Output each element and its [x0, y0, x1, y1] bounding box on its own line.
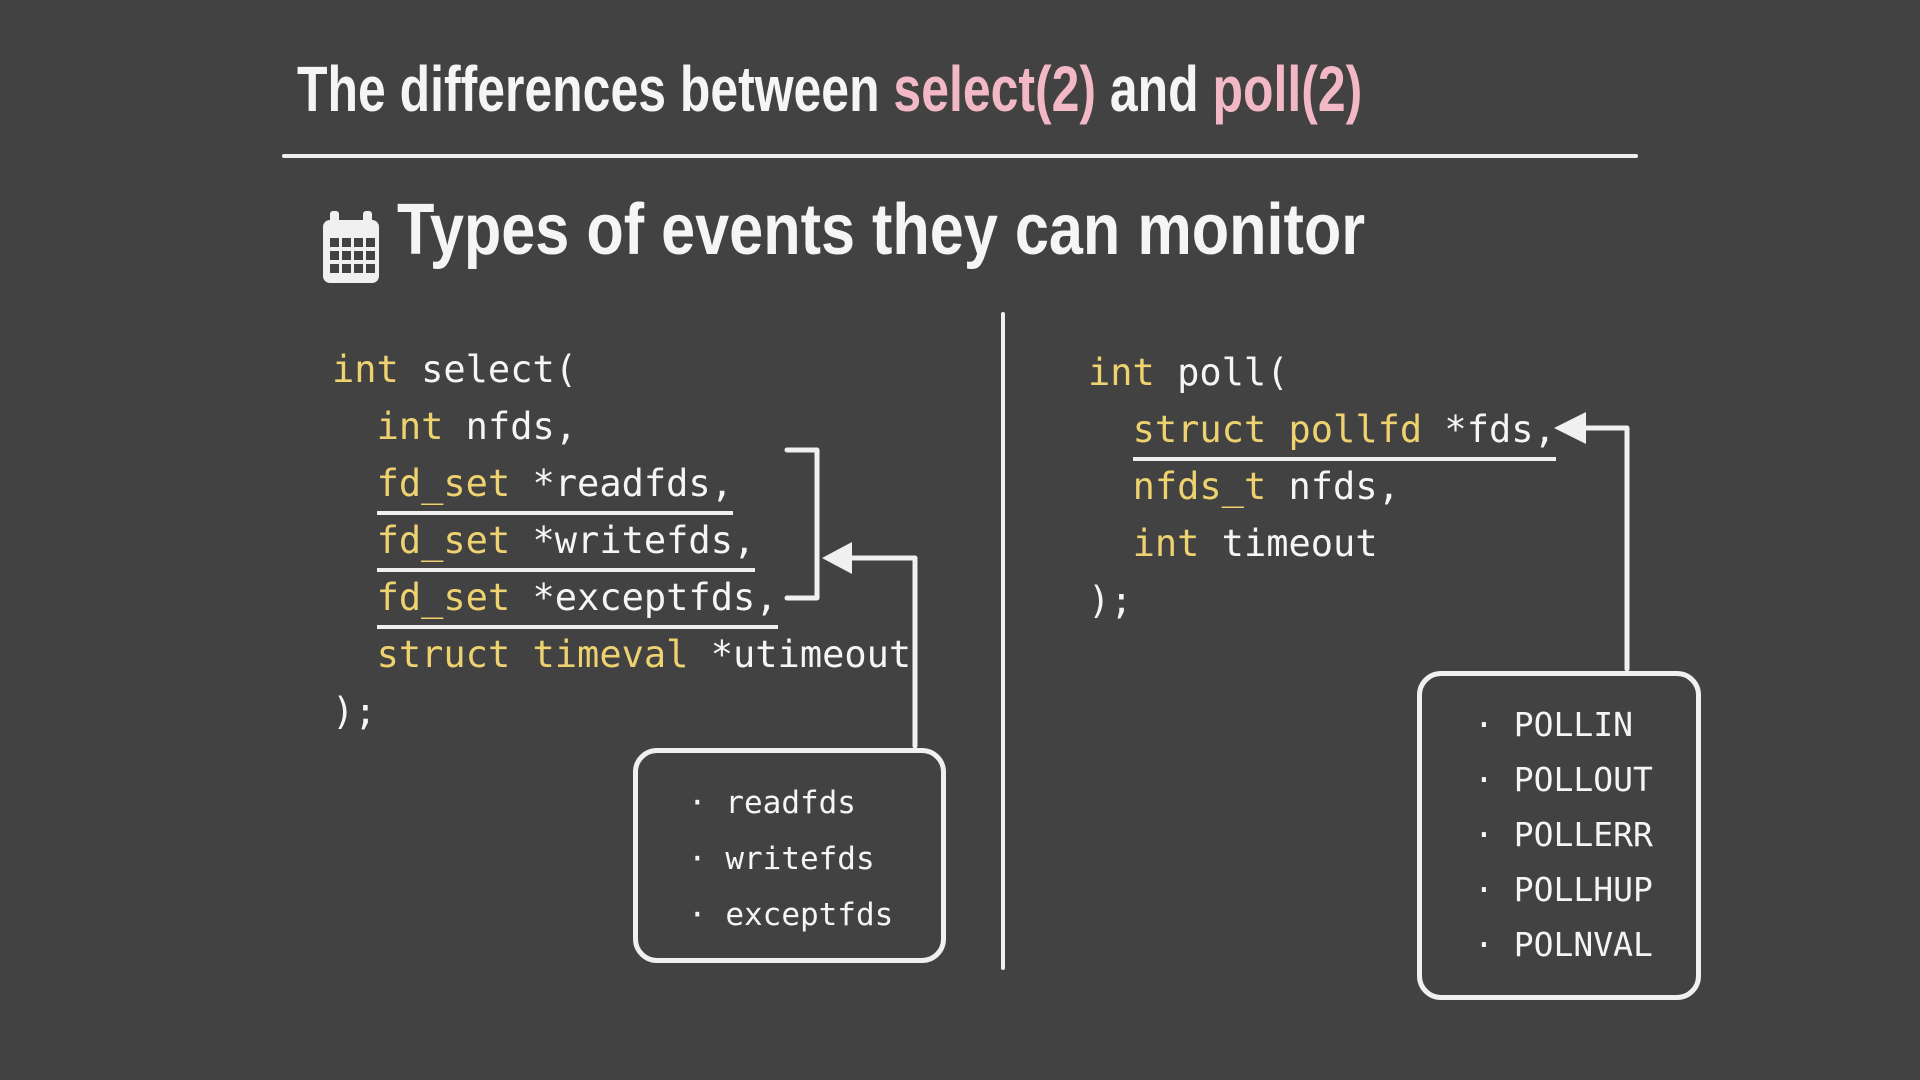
code-line: int poll(	[1088, 344, 1556, 401]
poll-code-block: int poll( struct pollfd *fds, nfds_t nfd…	[1088, 344, 1556, 629]
code-line: int timeout	[1088, 515, 1556, 572]
page-title: The differences between select(2) and po…	[297, 57, 1362, 121]
code-text: nfds,	[443, 405, 578, 448]
code-keyword: nfds_t	[1132, 465, 1267, 508]
code-text: *readfds,	[510, 462, 733, 505]
title-segment: poll(2)	[1212, 53, 1363, 125]
code-keyword: int	[376, 405, 444, 448]
list-item: · POLLHUP	[1474, 870, 1653, 909]
code-line: int select(	[332, 341, 911, 398]
code-keyword: struct timeval	[376, 633, 689, 676]
code-line: fd_set *writefds,	[332, 512, 911, 572]
chalk-underline: struct pollfd *fds,	[1132, 408, 1556, 461]
select-code-block: int select( int nfds, fd_set *readfds, f…	[332, 341, 911, 740]
code-text: );	[1088, 579, 1133, 622]
column-divider	[1001, 312, 1005, 970]
code-keyword: int	[1088, 351, 1155, 394]
list-item: · readfds	[688, 785, 856, 821]
calendar-icon	[323, 211, 379, 290]
title-segment: The differences between	[297, 53, 894, 125]
code-text: nfds,	[1266, 465, 1400, 508]
list-item: · POLLERR	[1474, 815, 1653, 854]
list-item: · POLLOUT	[1474, 760, 1653, 799]
code-text: timeout	[1199, 522, 1378, 565]
code-line: int nfds,	[332, 398, 911, 455]
code-text: poll(	[1154, 351, 1289, 394]
code-keyword: fd_set	[376, 462, 511, 505]
code-line: );	[332, 683, 911, 740]
title-underline-rule	[282, 154, 1638, 158]
code-text: );	[332, 690, 377, 733]
code-line: struct pollfd *fds,	[1088, 401, 1556, 461]
code-keyword: fd_set	[376, 576, 511, 619]
code-keyword: int	[1132, 522, 1200, 565]
select-args-box: · readfds · writefds · exceptfds	[633, 748, 946, 963]
title-segment: and	[1095, 53, 1213, 125]
poll-events-arrowhead-icon	[1554, 412, 1586, 444]
poll-events-box: · POLLIN · POLLOUT · POLLERR · POLLHUP · POL…	[1417, 671, 1701, 1000]
section-heading: Types of events they can monitor	[397, 190, 1366, 270]
code-line: );	[1088, 572, 1556, 629]
code-text: select(	[398, 348, 578, 391]
code-text: *writefds,	[510, 519, 756, 562]
poll-events-connector-line	[1581, 425, 1630, 672]
code-text: *exceptfds,	[510, 576, 778, 619]
list-item: · exceptfds	[688, 897, 894, 933]
code-line: nfds_t nfds,	[1088, 458, 1556, 515]
chalk-underline: fd_set *exceptfds,	[376, 576, 778, 629]
code-keyword: struct pollfd	[1132, 408, 1423, 451]
chalk-underline: fd_set *writefds,	[376, 519, 756, 572]
chalk-underline: fd_set *readfds,	[376, 462, 733, 515]
list-item: · POLNVAL	[1474, 925, 1653, 964]
code-keyword: fd_set	[376, 519, 511, 562]
code-line: fd_set *exceptfds,	[332, 569, 911, 629]
list-item: · writefds	[688, 841, 875, 877]
code-text: *fds,	[1422, 408, 1556, 451]
code-line: struct timeval *utimeout	[332, 626, 912, 683]
code-keyword: int	[332, 348, 399, 391]
list-item: · POLLIN	[1474, 705, 1633, 744]
code-text: *utimeout	[688, 633, 912, 676]
code-line: fd_set *readfds,	[332, 455, 911, 515]
title-segment: select(2)	[893, 53, 1096, 125]
